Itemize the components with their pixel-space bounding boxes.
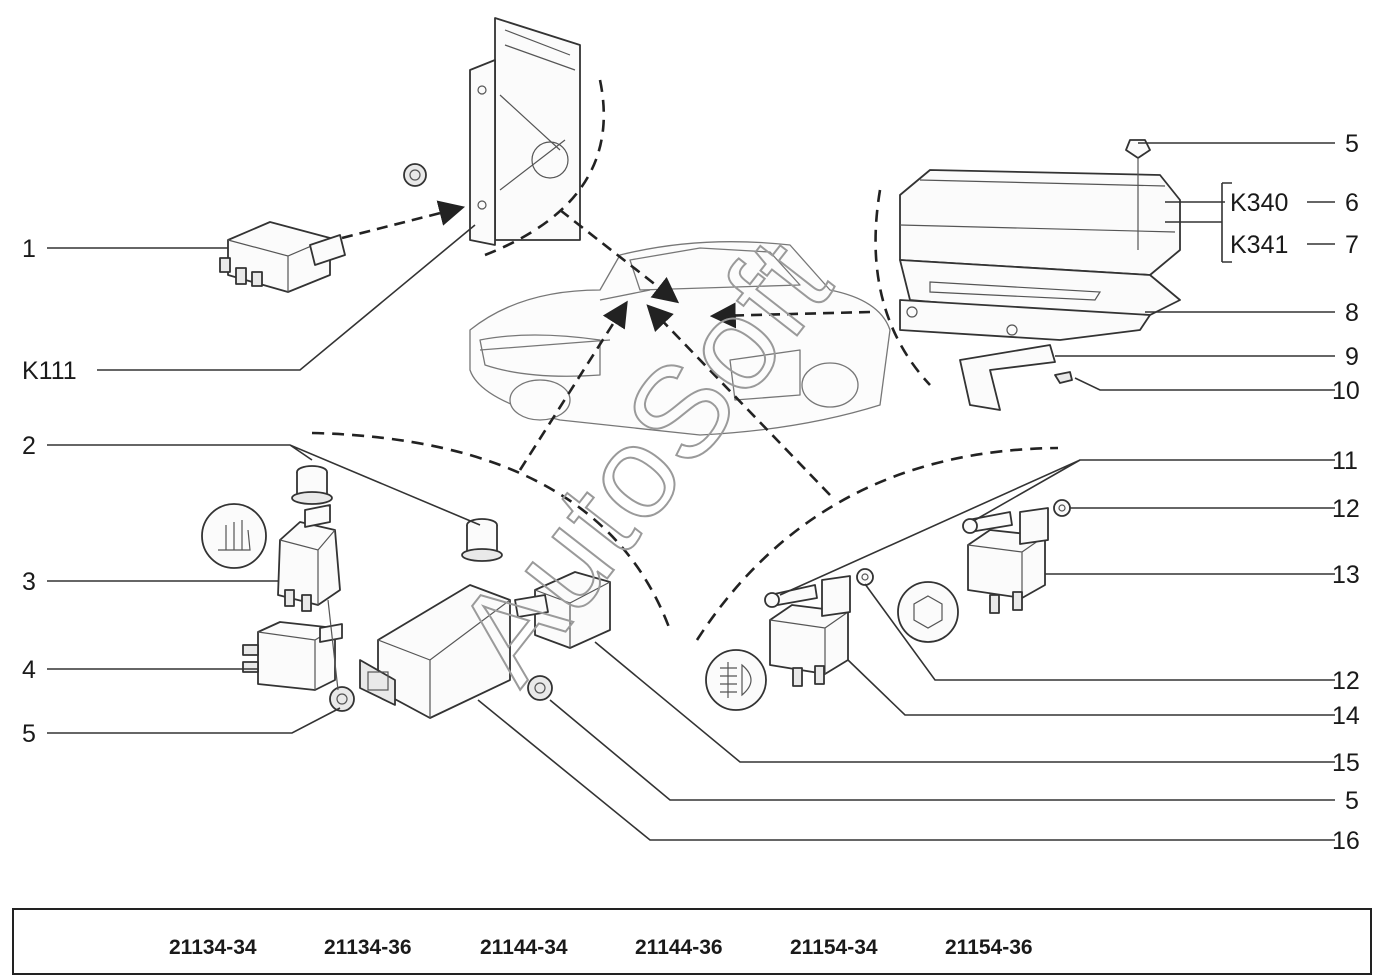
callout-5-left: 5 bbox=[22, 720, 36, 748]
model-codes-box: 21134-34 21134-36 21144-34 21144-36 2115… bbox=[12, 908, 1372, 975]
callout-10: 10 bbox=[1332, 377, 1360, 405]
screw-11-lower bbox=[764, 584, 818, 608]
bracket-boundary bbox=[484, 79, 605, 257]
callout-4: 4 bbox=[22, 656, 36, 684]
model-code: 21154-34 bbox=[790, 936, 878, 959]
callout-k111: K111 bbox=[22, 357, 77, 385]
relay-4 bbox=[242, 621, 343, 691]
cap-2b bbox=[461, 518, 503, 562]
arrow-from-bracket bbox=[559, 208, 680, 304]
arrow-from-right-group bbox=[646, 304, 831, 496]
separator-box bbox=[874, 189, 931, 386]
model-code: 21144-34 bbox=[480, 936, 568, 959]
hex-symbol-icon bbox=[897, 581, 959, 643]
callout-k340: K340 bbox=[1230, 189, 1288, 217]
callout-11: 11 bbox=[1332, 447, 1358, 475]
separator-right bbox=[695, 446, 1059, 641]
callout-3: 3 bbox=[22, 568, 36, 596]
callout-9: 9 bbox=[1345, 343, 1359, 371]
callout-5-top: 5 bbox=[1345, 130, 1359, 158]
relay-3 bbox=[277, 504, 341, 612]
bracket-k340-k341 bbox=[1165, 182, 1232, 263]
relay-15 bbox=[514, 571, 611, 649]
nut-5-left bbox=[329, 686, 355, 712]
model-code: 21134-36 bbox=[324, 936, 412, 959]
callout-15: 15 bbox=[1332, 749, 1360, 777]
callout-13: 13 bbox=[1332, 561, 1360, 589]
callout-2: 2 bbox=[22, 432, 36, 460]
washer-12-mid bbox=[856, 568, 874, 586]
fog-light-icon bbox=[705, 649, 767, 711]
arrow-relay-1 bbox=[341, 200, 466, 240]
screw-11-upper bbox=[962, 511, 1013, 534]
cap-2a bbox=[291, 465, 333, 505]
washer-12-top bbox=[1053, 499, 1071, 517]
model-code: 21134-34 bbox=[169, 936, 257, 959]
model-code: 21144-36 bbox=[635, 936, 723, 959]
callout-1: 1 bbox=[22, 235, 36, 263]
callout-7: 7 bbox=[1345, 231, 1359, 259]
callout-5-bottom: 5 bbox=[1345, 787, 1359, 815]
screw-10 bbox=[1054, 371, 1073, 384]
callout-12-mid: 12 bbox=[1332, 667, 1360, 695]
mounting-plate bbox=[899, 299, 1151, 411]
relay-13 bbox=[967, 507, 1049, 614]
model-code: 21154-36 bbox=[945, 936, 1033, 959]
mounting-bracket bbox=[469, 17, 581, 246]
seat-heater-icon bbox=[201, 503, 267, 569]
callout-12-top: 12 bbox=[1332, 495, 1360, 523]
axis-line-left bbox=[327, 599, 339, 691]
relay-box bbox=[899, 139, 1181, 321]
arrow-from-left-group bbox=[518, 300, 628, 471]
nut-k111 bbox=[403, 163, 427, 187]
callout-labels: 1 K111 2 3 4 5 5 K340 6 K341 7 8 9 10 11… bbox=[22, 130, 1360, 855]
callout-16: 16 bbox=[1332, 827, 1360, 855]
callout-6: 6 bbox=[1345, 189, 1359, 217]
callout-14: 14 bbox=[1332, 702, 1360, 730]
separator-left bbox=[311, 431, 672, 631]
callout-k341: K341 bbox=[1230, 231, 1288, 259]
nut-5-bottom bbox=[527, 675, 553, 701]
control-module-16 bbox=[359, 584, 511, 719]
leader-lines bbox=[47, 142, 1335, 841]
callout-8: 8 bbox=[1345, 299, 1359, 327]
relay-1 bbox=[219, 221, 346, 293]
relay-14 bbox=[769, 575, 851, 687]
arrow-from-box bbox=[709, 302, 871, 329]
